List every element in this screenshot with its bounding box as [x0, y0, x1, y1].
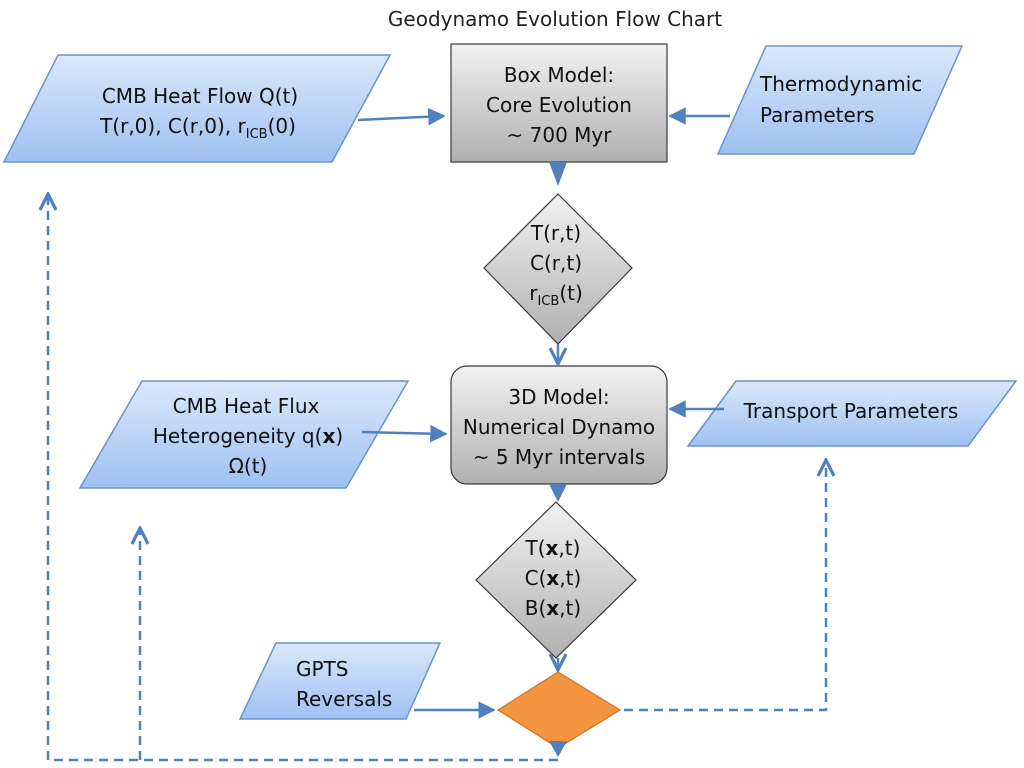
- radial-state-decision: T(r,t) C(r,t) rICB(t): [483, 193, 633, 345]
- cmb-heat-flow-line2: T(r,0), C(r,0), rICB(0): [99, 114, 296, 142]
- thermodynamic-line1: Thermodynamic: [759, 72, 922, 96]
- spatial-line3: B(x,t): [525, 596, 581, 620]
- box-model-line1: Box Model:: [504, 63, 614, 87]
- box-model-line2: Core Evolution: [486, 93, 632, 117]
- spatial-line2: C(x,t): [525, 566, 582, 590]
- connectors: [357, 107, 730, 719]
- model-3d-outflow-marker: [549, 484, 567, 502]
- radial-line1: T(r,t): [530, 221, 581, 245]
- cmb-heat-flux-line1: CMB Heat Flux: [173, 394, 320, 418]
- spatial-line1: T(x,t): [525, 536, 581, 560]
- model-3d-line2: Numerical Dynamo: [463, 415, 655, 439]
- model-3d-line3: ~ 5 Myr intervals: [473, 445, 646, 469]
- radial-line2: C(r,t): [530, 251, 582, 275]
- cmb-heat-flow-line1: CMB Heat Flow Q(t): [102, 84, 298, 108]
- cmb-heat-flow-input: CMB Heat Flow Q(t) T(r,0), C(r,0), rICB(…: [2, 54, 392, 163]
- gpts-line2: Reversals: [296, 687, 392, 711]
- transport-parameters-input: Transport Parameters: [686, 380, 1018, 447]
- heat-flow-to-box-arrow: [357, 107, 446, 126]
- cmb-heat-flux-line2: Heterogeneity q(x): [153, 424, 343, 448]
- cmb-heat-flux-input: CMB Heat Flux Heterogeneity q(x) Ω(t): [78, 380, 410, 489]
- box-model-process: Box Model: Core Evolution ~ 700 Myr: [450, 43, 668, 163]
- transport-line1: Transport Parameters: [743, 399, 959, 423]
- model-3d-process: 3D Model: Numerical Dynamo ~ 5 Myr inter…: [450, 365, 668, 485]
- model-3d-line1: 3D Model:: [508, 385, 609, 409]
- feedback-to-transport: [624, 460, 826, 712]
- radial-line3: rICB(t): [529, 281, 583, 309]
- comparison-decision: [496, 671, 622, 749]
- chart-title: Geodynamo Evolution Flow Chart: [388, 7, 722, 31]
- thermodynamic-parameters-input: Thermodynamic Parameters: [716, 45, 964, 155]
- box-model-outflow-marker: [549, 162, 567, 186]
- feedback-to-heat-flow: [48, 194, 558, 762]
- feedback-loops: [48, 194, 826, 762]
- heat-flux-to-3d-arrow: [361, 424, 448, 443]
- cmb-heat-flux-line3: Ω(t): [229, 454, 268, 478]
- box-model-line3: ~ 700 Myr: [507, 123, 613, 147]
- gpts-line1: GPTS: [296, 657, 348, 681]
- gpts-reversals-input: GPTS Reversals: [238, 642, 442, 720]
- thermodynamic-line2: Parameters: [760, 103, 874, 127]
- spatial-state-decision: T(x,t) C(x,t) B(x,t): [475, 501, 637, 659]
- compare-outflow-marker: [549, 741, 567, 757]
